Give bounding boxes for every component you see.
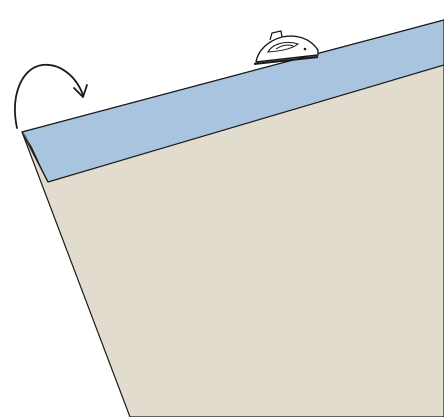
iron-icon <box>254 31 318 64</box>
